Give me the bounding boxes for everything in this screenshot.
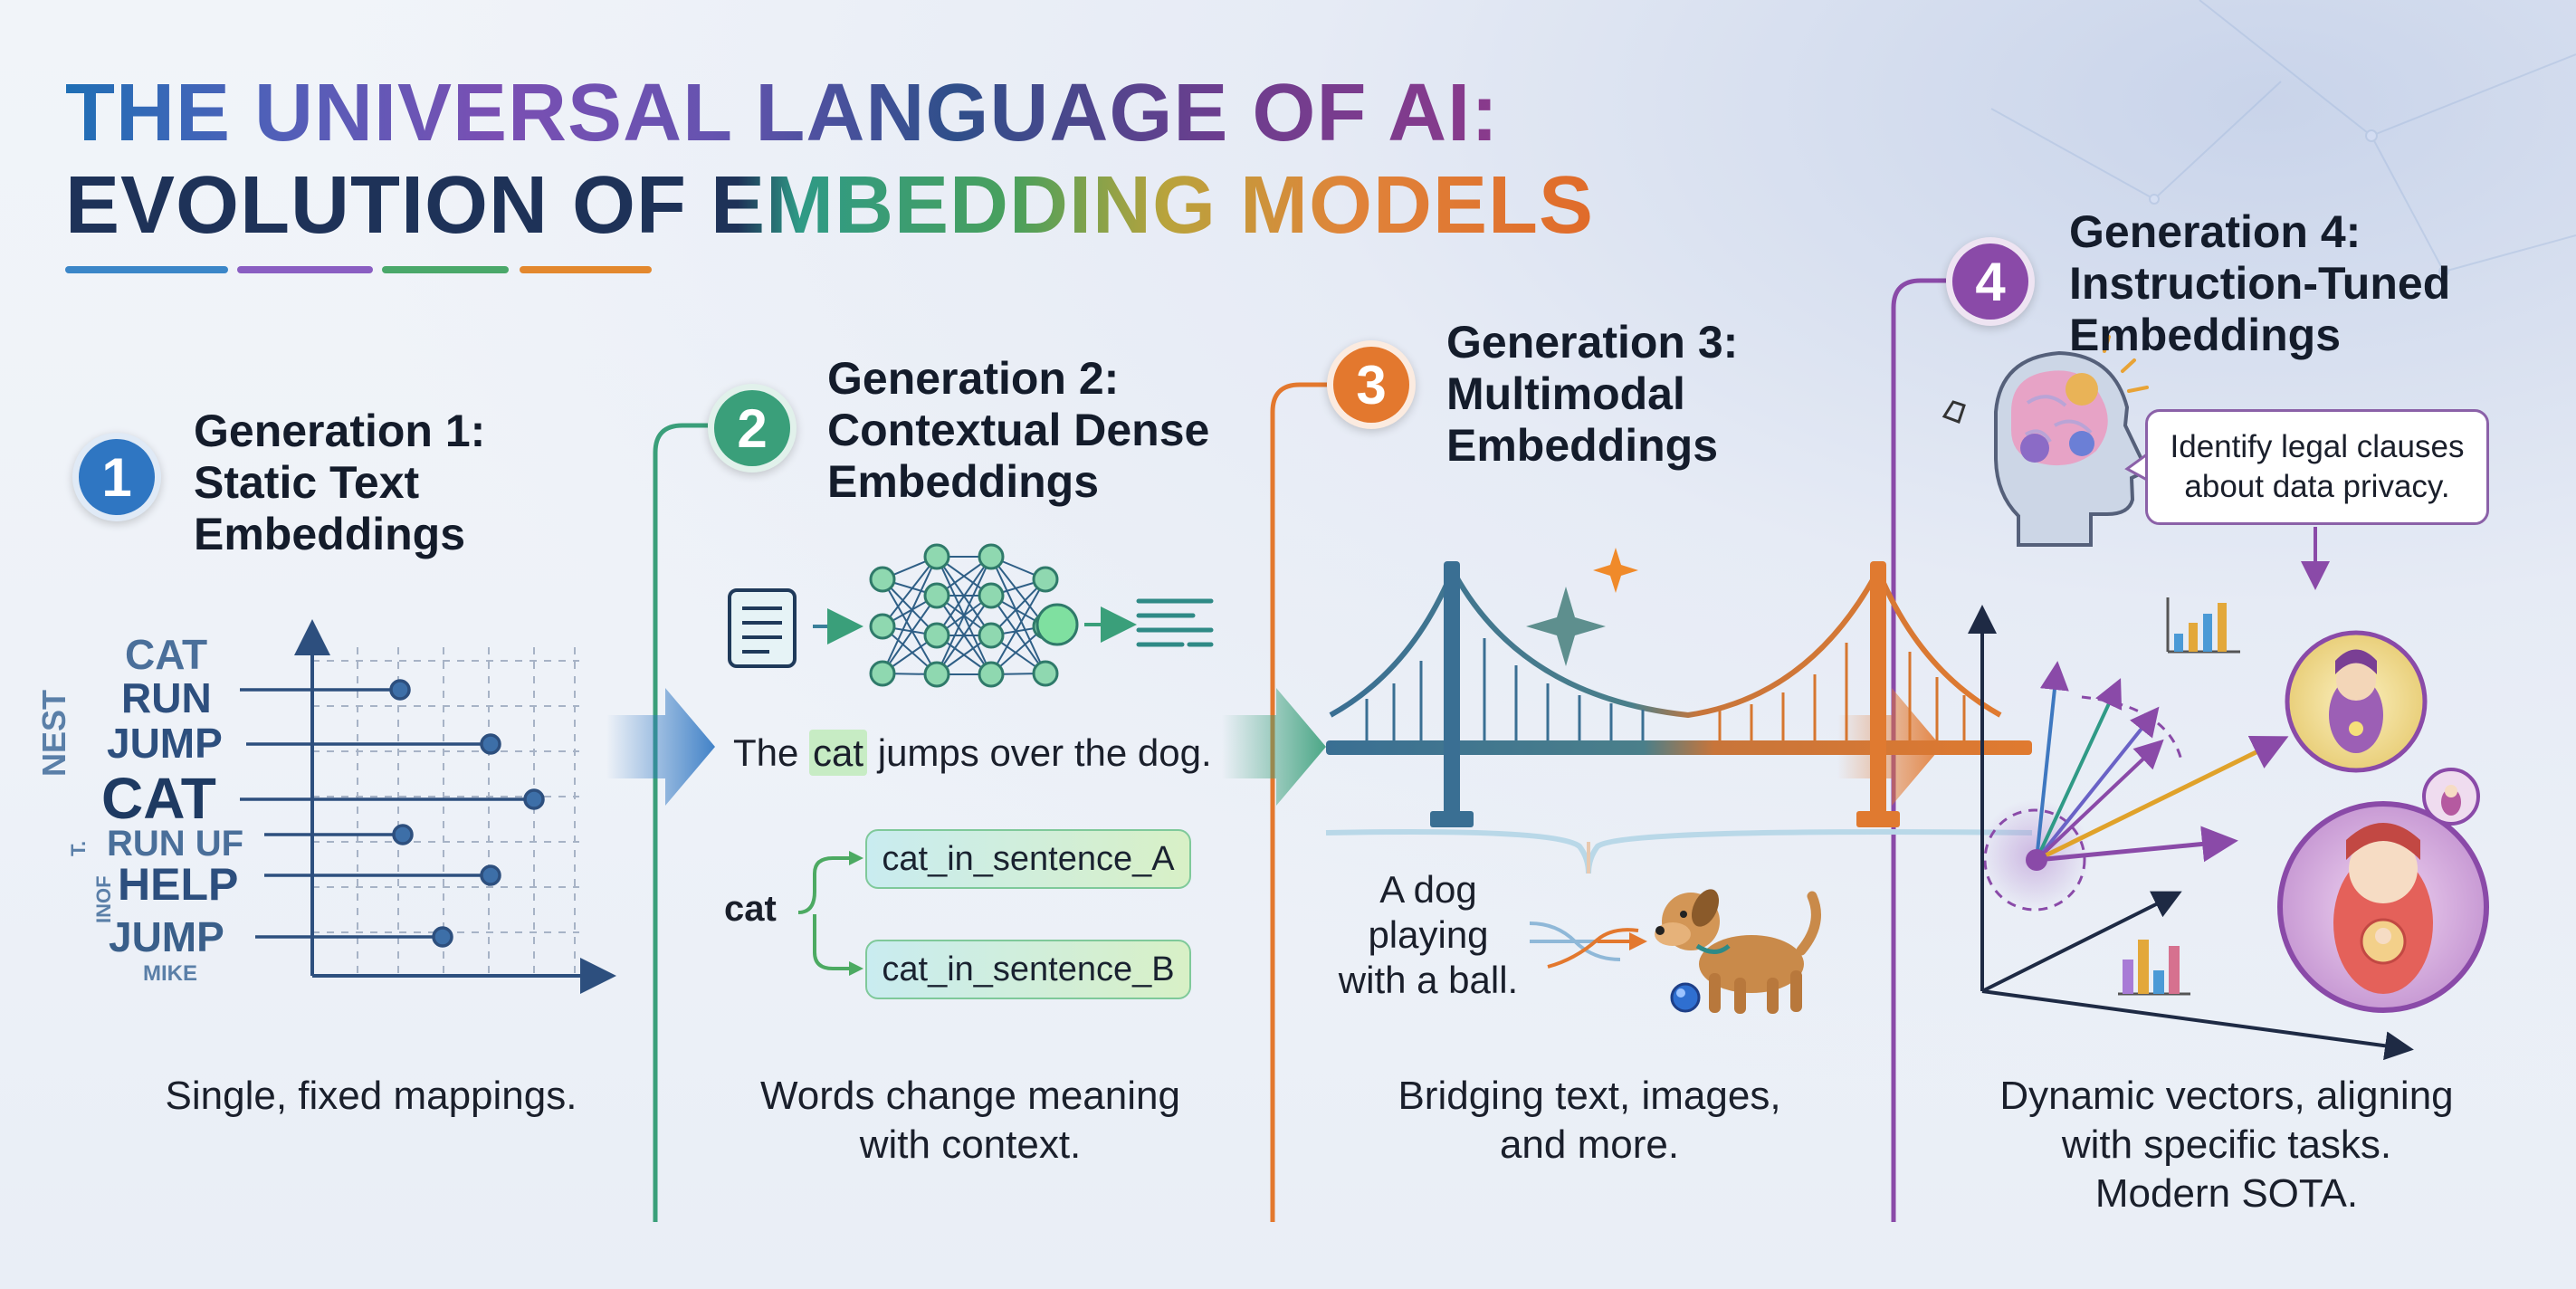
generation-3-title: Generation 3: Multimodal Embeddings (1446, 317, 1738, 472)
bar-chart-icon (2166, 597, 2240, 654)
caption-line: with context. (859, 1122, 1082, 1167)
network-edge (936, 595, 992, 675)
word-cat-large: CAT (101, 766, 216, 831)
caption-line: with specific tasks. (2061, 1122, 2392, 1167)
dog-icon (1655, 889, 1821, 1014)
nesting-doll-icon (2277, 630, 2489, 1013)
sentence-after: jumps over the dog. (867, 731, 1212, 774)
instruction-line: Identify legal clauses (2170, 429, 2465, 464)
network-decoration (1990, 0, 2576, 277)
text-lines-icon (1136, 598, 1214, 647)
instruction-line: about data privacy. (2184, 469, 2450, 504)
gen1-title-line: Embeddings (194, 509, 466, 559)
static-lookup-chart (240, 619, 616, 994)
caption-generation-2: Words change meaning with context. (681, 1072, 1260, 1170)
word-run: RUN (121, 674, 212, 721)
gen4-title-line: Embeddings (2069, 310, 2342, 360)
network-edge (882, 556, 938, 627)
bridge-icon (1325, 561, 2033, 874)
gen2-title-line: Embeddings (827, 456, 1100, 507)
caption-generation-3: Bridging text, images, and more. (1300, 1072, 1879, 1170)
gen2-title-line: Contextual Dense (827, 405, 1210, 455)
word-run-uf: RUN UF (107, 824, 244, 864)
network-edge (882, 595, 938, 674)
gen3-title-line: Multimodal (1446, 368, 1685, 419)
flow-arrow-1 (606, 688, 715, 806)
side-word-inof: INOF (92, 875, 115, 923)
gen4-title-line: Instruction-Tuned (2069, 258, 2451, 309)
gen1-title-line: Static Text (194, 457, 420, 508)
chip-cat-in-sentence-a: cat_in_sentence_A (865, 829, 1191, 889)
network-edge (882, 556, 938, 674)
neural-network-icon (869, 543, 1079, 688)
badge-generation-4: 4 (1946, 237, 2035, 326)
caption-line: and more. (1499, 1122, 1680, 1167)
multimodal-text-line: playing (1368, 913, 1489, 956)
context-sentence: The cat jumps over the dog. (733, 730, 1212, 776)
network-edge (990, 595, 1046, 674)
title-underline (65, 266, 652, 273)
network-edge (990, 556, 1046, 674)
gen2-title-line: Generation 2: (827, 353, 1120, 404)
brain-head-icon (1942, 335, 2150, 547)
multimodal-text-sample: A dog playing with a ball. (1338, 867, 1519, 1003)
flow-arrow-2 (1222, 688, 1326, 806)
document-icon (728, 588, 797, 668)
connector-gen3 (1270, 382, 1327, 1222)
instruction-speech-bubble: Identify legal clauses about data privac… (2145, 409, 2489, 525)
page-title-line-1: THE UNIVERSAL LANGUAGE OF AI: (65, 68, 1500, 158)
caption-generation-1: Single, fixed mappings. (54, 1072, 688, 1121)
context-branch (797, 856, 855, 970)
network-edge (990, 578, 1046, 675)
caption-line: Modern SOTA. (2094, 1171, 2359, 1216)
gen3-title-line: Generation 3: (1446, 317, 1739, 368)
badge-generation-3: 3 (1327, 340, 1416, 429)
network-edge (882, 578, 938, 675)
network-edge (936, 556, 992, 675)
gen3-title-line: Embeddings (1446, 420, 1719, 471)
caption-line: Words change meaning (760, 1074, 1180, 1118)
side-word-nest: NEST (35, 689, 72, 777)
gen1-title-line: Generation 1: (194, 406, 486, 456)
network-edge (990, 556, 1046, 627)
connector-gen4 (1891, 278, 1946, 1222)
word-jump-2: JUMP (109, 913, 224, 960)
generation-1-title: Generation 1: Static Text Embeddings (194, 406, 485, 560)
side-word-t: T. (67, 840, 90, 856)
bar-chart-icon-lower (2118, 940, 2190, 996)
caption-line: Dynamic vectors, aligning (1999, 1074, 2454, 1118)
speech-tail (2124, 453, 2148, 482)
word-mike: MIKE (143, 961, 197, 986)
connector-gen2 (653, 423, 708, 1222)
root-word-cat: cat (724, 889, 777, 929)
network-edge (936, 556, 992, 636)
page-title-line-2: EVOLUTION OF EMBEDDING MODELS (65, 160, 1595, 251)
sparkle-icon (1526, 548, 1638, 666)
sentence-before: The (733, 731, 810, 774)
caption-line: Single, fixed mappings. (165, 1074, 577, 1118)
caption-generation-4: Dynamic vectors, aligning with specific … (1919, 1072, 2534, 1218)
gen4-title-line: Generation 4: (2069, 206, 2361, 257)
multimodal-text-line: A dog (1379, 868, 1477, 911)
word-help: HELP (118, 859, 239, 910)
chip-cat-in-sentence-b: cat_in_sentence_B (865, 940, 1191, 999)
sentence-highlight-word: cat (809, 730, 868, 776)
caption-line: Bridging text, images, (1398, 1074, 1781, 1118)
text-to-image-arrows (1529, 921, 1647, 969)
vector-arrows-icon (1968, 605, 2414, 1061)
word-cat: CAT (125, 631, 208, 678)
multimodal-text-line: with a ball. (1338, 959, 1519, 1001)
badge-generation-1: 1 (72, 433, 161, 521)
badge-generation-2: 2 (708, 384, 797, 473)
generation-2-title: Generation 2: Contextual Dense Embedding… (827, 353, 1209, 508)
word-jump: JUMP (107, 720, 223, 767)
ball-icon (1670, 982, 1701, 1013)
generation-4-title: Generation 4: Instruction-Tuned Embeddin… (2069, 206, 2450, 361)
